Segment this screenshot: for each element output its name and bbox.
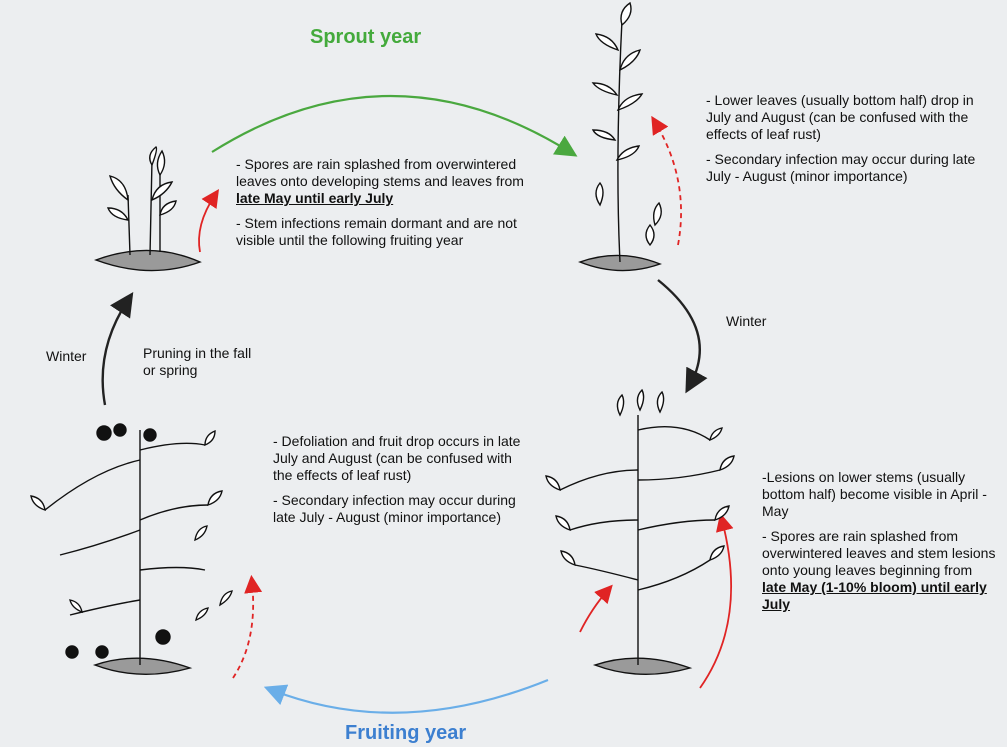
sprout-early-p1-text: - Spores are rain splashed from overwint… <box>236 156 524 189</box>
fruit-early-p2-emphasis: late May (1-10% bloom) until early July <box>762 579 987 612</box>
fruit-late-plant <box>30 423 233 675</box>
fruit-early-p2-text: - Spores are rain splashed from overwint… <box>762 528 996 578</box>
fruit-early-p2: - Spores are rain splashed from overwint… <box>762 528 1000 613</box>
fruit-early-text: -Lesions on lower stems (usually bottom … <box>762 469 1000 621</box>
pruning-label: Pruning in the fall or spring <box>143 345 252 378</box>
sprout-early-text: - Spores are rain splashed from overwint… <box>236 156 526 257</box>
sprout-late-p2: - Secondary infection may occur during l… <box>706 151 976 184</box>
fruiting-year-title: Fruiting year <box>345 722 467 744</box>
fruit-late-p2: - Secondary infection may occur during l… <box>273 492 516 525</box>
fruit-early-plant <box>545 388 735 675</box>
sprout-late-p1: - Lower leaves (usually bottom half) dro… <box>706 92 974 142</box>
sprout-early-p1: - Spores are rain splashed from overwint… <box>236 156 526 207</box>
winter-label-left: Winter <box>46 348 87 364</box>
winter-label-right: Winter <box>726 313 767 329</box>
sprout-year-arrow <box>211 95 578 157</box>
infection-arrow-sprout-late <box>651 115 682 246</box>
fruit-early-p1: -Lesions on lower stems (usually bottom … <box>762 469 987 519</box>
fruiting-year-arrow <box>263 678 549 714</box>
winter-arrow-right <box>657 279 708 394</box>
infection-arrow-fruit-late <box>232 574 263 679</box>
fruit-late-p1: - Defoliation and fruit drop occurs in l… <box>273 433 521 483</box>
sprout-late-plant <box>578 1 662 272</box>
infection-arrow-fruit-early-2 <box>699 513 734 689</box>
infection-arrow-sprout-early <box>198 189 219 253</box>
sprout-late-text: - Lower leaves (usually bottom half) dro… <box>706 92 986 193</box>
sprout-early-plant <box>93 146 202 272</box>
sprout-year-title: Sprout year <box>310 26 422 48</box>
fruit-late-text: - Defoliation and fruit drop occurs in l… <box>273 433 523 534</box>
winter-arrow-left <box>101 291 134 406</box>
infection-arrow-fruit-early-1 <box>579 584 613 633</box>
sprout-early-p1-emphasis: late May until early July <box>236 190 394 206</box>
sprout-early-p2: - Stem infections remain dormant and are… <box>236 215 517 248</box>
